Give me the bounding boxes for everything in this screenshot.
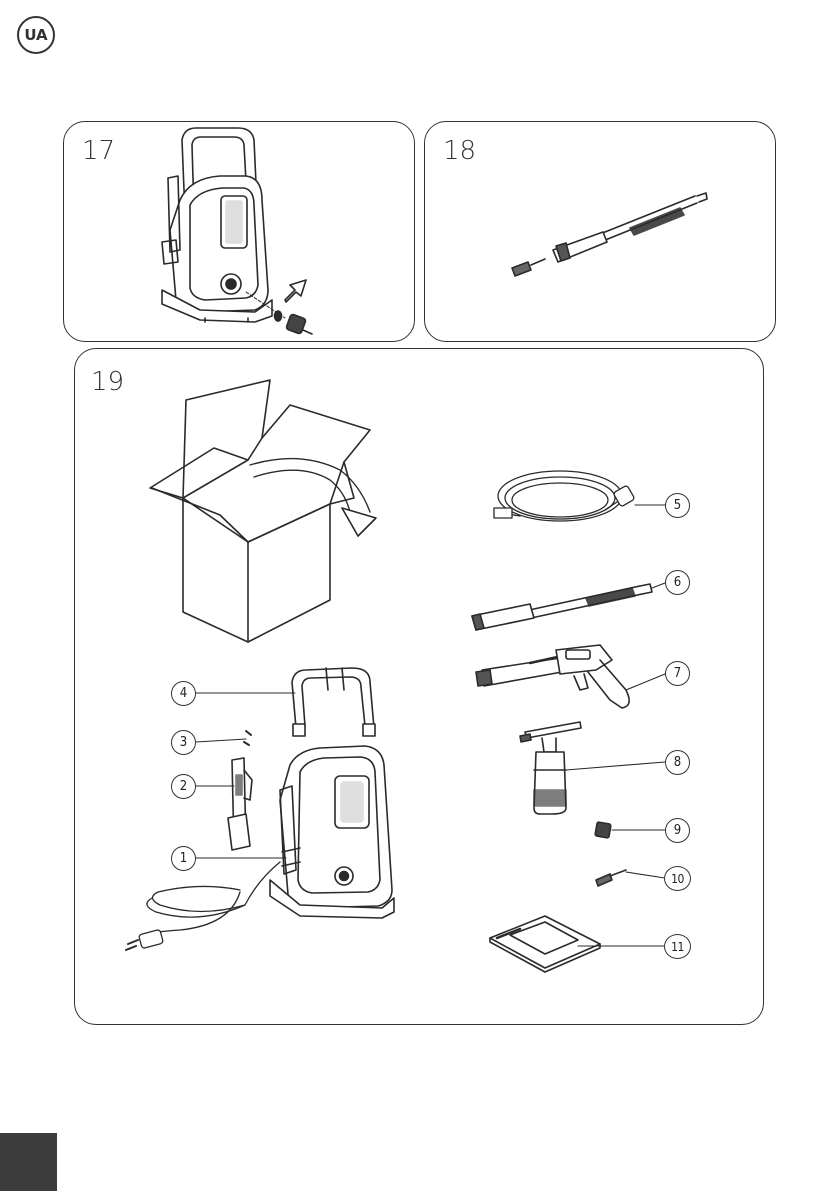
detergent-bottle-drawing [520,722,581,814]
callout-7: 7 [665,661,690,686]
callout-10: 10 [664,866,691,891]
callout-8: 8 [665,750,690,775]
main-unit-drawing [270,746,394,918]
callout-9: 9 [665,818,690,843]
callout-5: 5 [665,493,690,518]
callout-4: 4 [171,681,196,706]
spray-gun-drawing [476,645,629,708]
nozzle-drawing [596,870,626,886]
screws-drawing [244,731,251,745]
manual-drawing [490,916,600,972]
lance-part-drawing [472,584,652,630]
pressure-washer-drawing [162,128,312,334]
bracket-drawing [228,758,252,850]
handle-part-drawing [292,668,375,736]
callout-6: 6 [665,570,690,595]
callout-2: 2 [171,774,196,799]
open-box-drawing [150,380,376,642]
callout-11: 11 [664,934,691,959]
connector-drawing [595,822,611,838]
lance-drawing [512,193,707,276]
page-corner-tab [0,1133,57,1191]
power-cord-drawing [126,862,280,950]
callout-1: 1 [171,846,196,871]
hose-drawing [494,471,635,521]
callout-3: 3 [171,730,196,755]
